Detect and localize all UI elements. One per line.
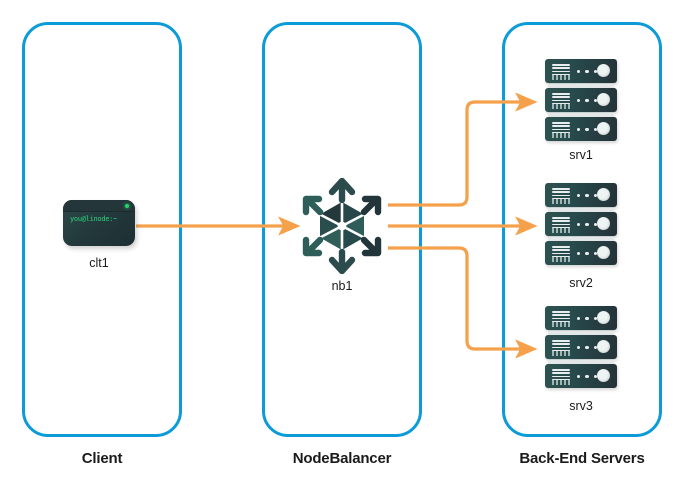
- server-power-knob-icon: [597, 64, 610, 77]
- hexagon-core: [318, 200, 366, 252]
- server-led-dots-icon: [577, 193, 597, 197]
- server-ticks-icon: [552, 199, 570, 204]
- server-power-knob-icon: [597, 217, 610, 230]
- server-ticks-icon: [552, 257, 570, 262]
- server-vents-icon: [552, 246, 570, 260]
- server-vents-icon: [552, 93, 570, 107]
- server-vents-icon: [552, 64, 570, 78]
- server-led-dots-icon: [577, 127, 597, 131]
- server-ticks-icon: [552, 380, 570, 385]
- server-unit: [545, 335, 617, 359]
- server-ticks-icon: [552, 104, 570, 109]
- server-unit: [545, 88, 617, 112]
- node-label-srv2: srv2: [569, 276, 593, 290]
- group-label-client: Client: [81, 450, 123, 467]
- node-icon-srv1[interactable]: [545, 59, 617, 141]
- server-ticks-icon: [552, 322, 570, 327]
- server-vents-icon: [552, 217, 570, 231]
- server-unit: [545, 59, 617, 83]
- server-unit: [545, 306, 617, 330]
- node-label-srv1: srv1: [569, 148, 593, 162]
- server-ticks-icon: [552, 228, 570, 233]
- server-power-knob-icon: [597, 188, 610, 201]
- server-led-dots-icon: [577, 98, 597, 102]
- server-vents-icon: [552, 340, 570, 354]
- server-vents-icon: [552, 188, 570, 202]
- server-led-dots-icon: [577, 345, 597, 349]
- server-power-knob-icon: [597, 122, 610, 135]
- server-ticks-icon: [552, 75, 570, 80]
- node-icon-srv2[interactable]: [545, 183, 617, 265]
- group-label-nodebalancer: NodeBalancer: [292, 450, 392, 467]
- server-unit: [545, 183, 617, 207]
- server-ticks-icon: [552, 351, 570, 356]
- node-label-srv3: srv3: [569, 399, 593, 413]
- node-label-nb1: nb1: [331, 279, 353, 293]
- server-unit: [545, 117, 617, 141]
- server-power-knob-icon: [597, 311, 610, 324]
- server-led-dots-icon: [577, 316, 597, 320]
- server-power-knob-icon: [597, 93, 610, 106]
- server-led-dots-icon: [577, 69, 597, 73]
- server-vents-icon: [552, 369, 570, 383]
- terminal-title-bar: [63, 200, 135, 212]
- server-vents-icon: [552, 311, 570, 325]
- node-icon-srv3[interactable]: [545, 306, 617, 388]
- server-power-knob-icon: [597, 340, 610, 353]
- server-led-dots-icon: [577, 222, 597, 226]
- server-led-dots-icon: [577, 374, 597, 378]
- terminal-prompt-text: you@linode:~: [70, 215, 117, 223]
- server-unit: [545, 241, 617, 265]
- server-power-knob-icon: [597, 246, 610, 259]
- group-label-backend: Back-End Servers: [519, 450, 645, 467]
- node-label-clt1: clt1: [89, 256, 109, 270]
- server-unit: [545, 212, 617, 236]
- node-icon-nb1[interactable]: [296, 177, 388, 275]
- server-vents-icon: [552, 122, 570, 136]
- node-icon-clt1[interactable]: you@linode:~: [63, 200, 135, 246]
- server-led-dots-icon: [577, 251, 597, 255]
- server-power-knob-icon: [597, 369, 610, 382]
- server-unit: [545, 364, 617, 388]
- status-dot-icon: [125, 203, 129, 208]
- server-ticks-icon: [552, 133, 570, 138]
- hexagon-arrows: [302, 177, 382, 275]
